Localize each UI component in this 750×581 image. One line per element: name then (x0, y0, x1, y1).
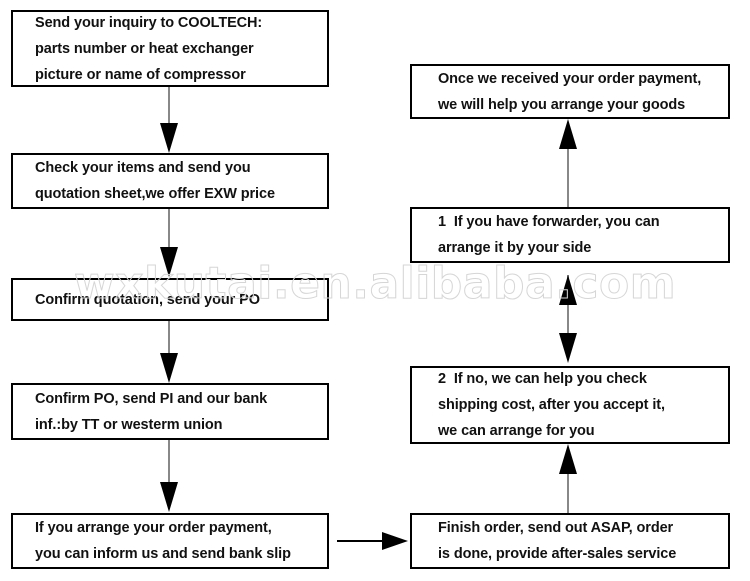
arrowhead-down-icon (160, 247, 178, 277)
node-text-line: Finish order, send out ASAP, order (438, 520, 674, 536)
node-finish-order[interactable]: Finish order, send out ASAP, order is do… (410, 513, 730, 569)
node-send-inquiry[interactable]: Send your inquiry to COOLTECH: parts num… (11, 10, 329, 87)
node-text-line: Once we received your order payment, (438, 70, 702, 87)
connector-check-to-quotation (157, 209, 181, 278)
node-text-line: Send your inquiry to COOLTECH: (35, 14, 263, 31)
node-text-line: If you arrange your order payment, (35, 520, 272, 536)
connector-quotation-to-po (157, 321, 181, 383)
connector-option-one-to-received (556, 119, 580, 207)
node-text-line: you can inform us and send bank slip (35, 546, 291, 562)
arrowhead-up-icon (559, 119, 577, 149)
node-text-line: picture or name of compressor (35, 66, 246, 83)
connector-payment-to-finish (337, 525, 410, 557)
arrow-shaft (168, 87, 170, 127)
arrowhead-down-icon (160, 123, 178, 153)
node-text-line: inf.:by TT or westerm union (35, 416, 223, 433)
arrow-shaft (567, 145, 569, 207)
arrowhead-right-icon (382, 532, 408, 550)
node-text-line: 2 If no, we can help you check (438, 371, 647, 387)
arrow-shaft (567, 275, 569, 347)
node-text-line: shipping cost, after you accept it, (438, 397, 665, 413)
arrowhead-up-icon (559, 275, 577, 305)
node-text-line: we can arrange for you (438, 423, 595, 439)
arrow-shaft (337, 540, 387, 542)
node-text-line: arrange it by your side (438, 240, 592, 256)
node-received-payment[interactable]: Once we received your order payment, we … (410, 64, 730, 119)
node-text-line: Confirm quotation, send your PO (35, 291, 260, 308)
node-confirm-quotation[interactable]: Confirm quotation, send your PO (11, 278, 329, 321)
node-text-line: 1 If you have forwarder, you can (438, 214, 660, 230)
arrowhead-down-icon (160, 353, 178, 383)
node-text-line: Check your items and send you (35, 160, 251, 176)
connector-po-to-payment (157, 440, 181, 513)
node-option-one-forwarder[interactable]: 1 If you have forwarder, you can arrange… (410, 207, 730, 263)
node-check-items[interactable]: Check your items and send you quotation … (11, 153, 329, 209)
node-text-line: we will help you arrange your goods (438, 96, 686, 113)
connector-option-two-to-option-one (556, 263, 580, 366)
arrow-shaft (168, 321, 170, 357)
arrow-shaft (567, 470, 569, 513)
arrowhead-up-icon (559, 444, 577, 474)
node-confirm-po[interactable]: Confirm PO, send PI and our bank inf.:by… (11, 383, 329, 440)
arrow-shaft (168, 440, 170, 486)
node-text-line: is done, provide after-sales service (438, 546, 677, 562)
connector-inquiry-to-check (157, 87, 181, 153)
node-text-line: quotation sheet,we offer EXW price (35, 186, 275, 202)
arrowhead-down-icon (160, 482, 178, 512)
arrow-shaft (168, 209, 170, 251)
node-option-two-shipping[interactable]: 2 If no, we can help you check shipping … (410, 366, 730, 444)
node-text-line: parts number or heat exchanger (35, 40, 254, 57)
node-arrange-payment[interactable]: If you arrange your order payment, you c… (11, 513, 329, 569)
arrowhead-down-icon (559, 333, 577, 363)
node-text-line: Confirm PO, send PI and our bank (35, 390, 268, 407)
connector-finish-to-option-two (556, 444, 580, 513)
